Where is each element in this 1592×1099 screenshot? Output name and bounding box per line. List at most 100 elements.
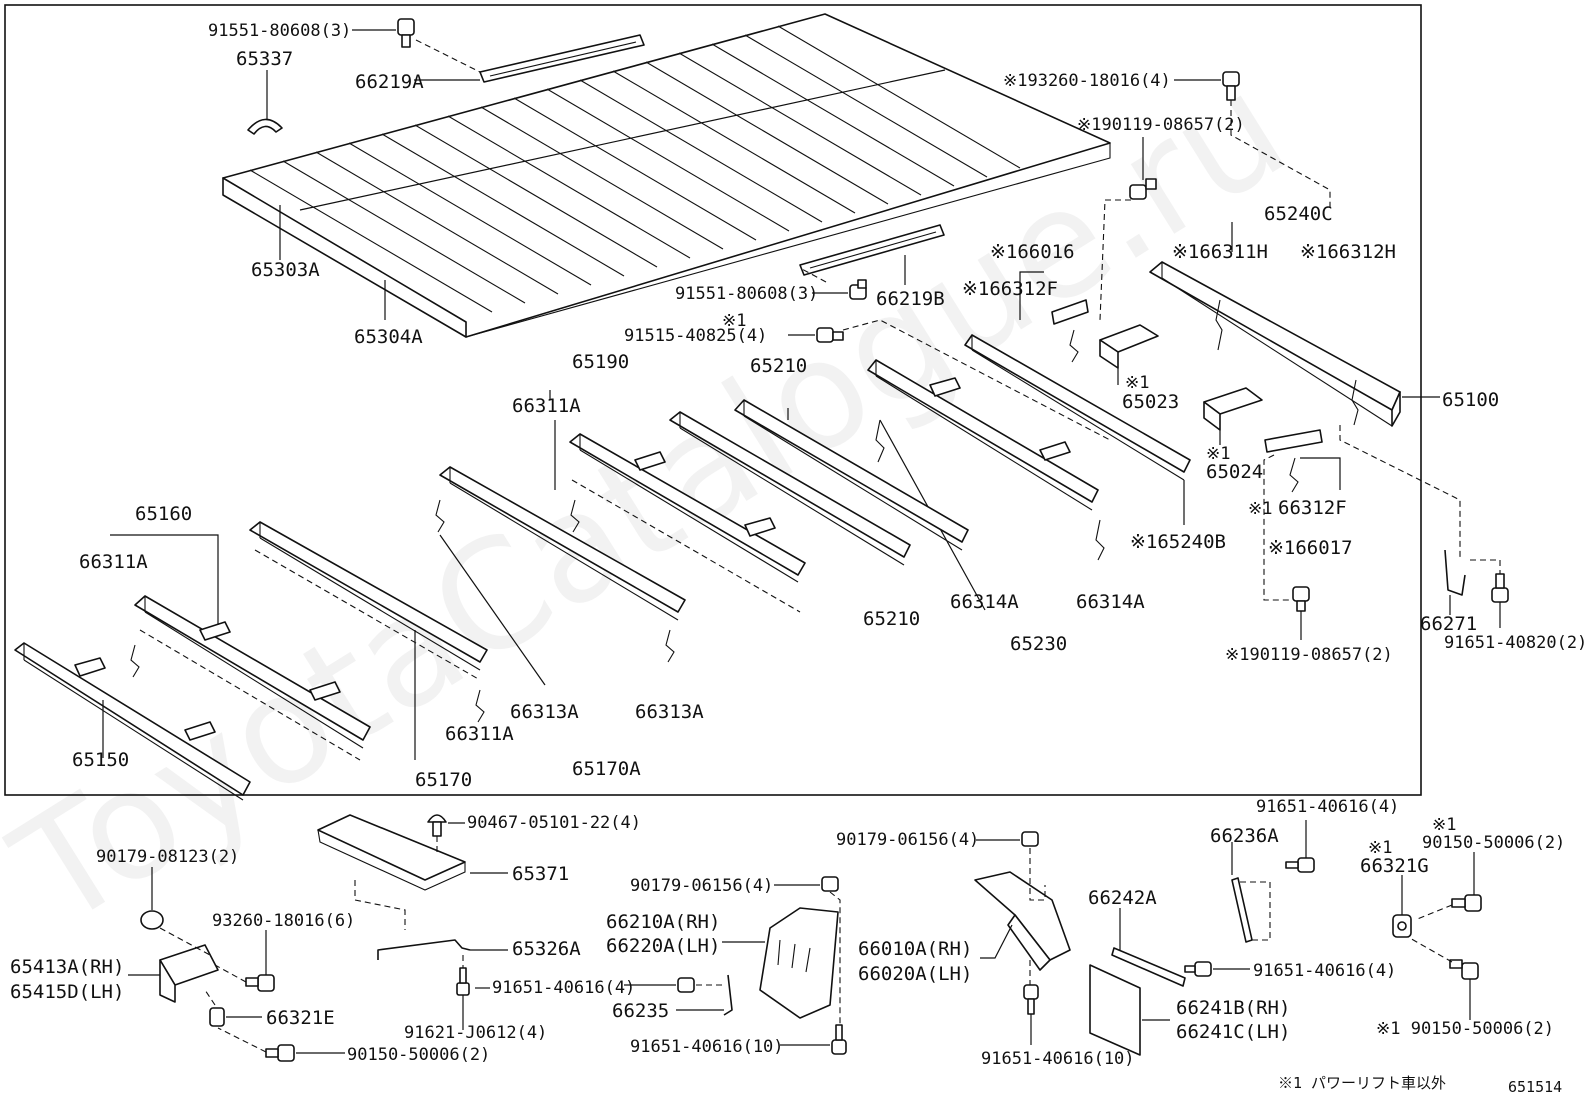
mudflap-66241B bbox=[1089, 964, 1141, 1056]
label-66311A-a: 66311A bbox=[512, 395, 581, 417]
bolt-190119-bot bbox=[1292, 586, 1310, 612]
label-190150-bot: ※1 90150-50006(2) bbox=[1376, 1019, 1554, 1039]
sill-65190 bbox=[569, 433, 806, 613]
label-166312H: ※166312H bbox=[1300, 241, 1396, 263]
bolt-91651-40820 bbox=[1491, 573, 1509, 603]
label-166312F-a: ※166312F bbox=[962, 278, 1058, 300]
sill-65160 bbox=[134, 595, 371, 761]
label-66241B: 66241B(RH) bbox=[1176, 997, 1290, 1019]
label-65024: 65024 bbox=[1206, 461, 1263, 483]
label-66311A-c: 66311A bbox=[445, 723, 514, 745]
nut-90179-06156-a bbox=[1021, 831, 1039, 847]
bolt-90150-bot bbox=[265, 1044, 295, 1062]
label-65240C: 65240C bbox=[1264, 203, 1333, 225]
label-65210-top: 65210 bbox=[750, 355, 807, 377]
bracket-66235 bbox=[723, 974, 733, 1016]
label-66219A: 66219A bbox=[355, 71, 424, 93]
sill-65210 bbox=[734, 399, 969, 551]
label-90467: 90467-05101-22(4) bbox=[467, 813, 641, 833]
footnote: ※1 パワーリフト車以外 bbox=[1278, 1074, 1446, 1092]
label-65415D: 65415D(LH) bbox=[10, 981, 124, 1003]
label-65170: 65170 bbox=[415, 769, 472, 791]
label-91651-40616-10b: 91651-40616(10) bbox=[981, 1049, 1135, 1069]
bracket-66312F bbox=[1264, 429, 1323, 453]
crossmember-65100 bbox=[1149, 261, 1401, 427]
label-91651-40616-10a: 91651-40616(10) bbox=[630, 1037, 784, 1057]
label-66314A-b: 66314A bbox=[1076, 591, 1145, 613]
label-65100: 65100 bbox=[1442, 389, 1499, 411]
bolt-93260 bbox=[245, 974, 275, 992]
label-165240B: ※165240B bbox=[1130, 531, 1226, 553]
label-65304A: 65304A bbox=[354, 326, 423, 348]
label-193260-top: ※193260-18016(4) bbox=[1003, 71, 1171, 91]
bracket-65326A bbox=[377, 939, 471, 960]
label-66313A-b: 66313A bbox=[635, 701, 704, 723]
label-91551-top: 91551-80608(3) bbox=[208, 21, 351, 41]
label-66311A-b: 66311A bbox=[79, 551, 148, 573]
label-91551-mid: 91551-80608(3) bbox=[675, 284, 818, 304]
label-91651-40616-4a: 91651-40616(4) bbox=[492, 978, 635, 998]
stopper-66321G bbox=[1392, 914, 1412, 938]
bolt-91551-top bbox=[397, 18, 415, 48]
main-assembly-frame bbox=[4, 4, 1422, 796]
sill-65240B bbox=[964, 334, 1191, 481]
nut-90179-06156-b bbox=[821, 876, 839, 892]
clip-65337 bbox=[247, 118, 283, 135]
bracket-strip-66219B bbox=[799, 224, 945, 276]
bolt-91551-mid bbox=[849, 279, 867, 300]
label-66314A-a: 66314A bbox=[950, 591, 1019, 613]
label-65337: 65337 bbox=[236, 48, 293, 70]
label-66235: 66235 bbox=[612, 1000, 669, 1022]
clip-90467 bbox=[427, 814, 447, 837]
label-66312F-b: 66312F bbox=[1278, 497, 1347, 519]
label-66210A: 66210A(RH) bbox=[606, 911, 720, 933]
label-note1-d: ※1 bbox=[1248, 499, 1272, 519]
label-91651-40616-4b: 91651-40616(4) bbox=[1253, 961, 1396, 981]
label-66020A: 66020A(LH) bbox=[858, 963, 972, 985]
label-66313A-a: 66313A bbox=[510, 701, 579, 723]
bracket-65023 bbox=[1099, 324, 1159, 369]
label-166311H: ※166311H bbox=[1172, 241, 1268, 263]
bracket-strip-66219A bbox=[479, 34, 645, 83]
label-66271: 66271 bbox=[1420, 613, 1477, 635]
label-note1-b: ※1 bbox=[1125, 373, 1149, 393]
label-65413A: 65413A(RH) bbox=[10, 956, 124, 978]
label-190119-bot: ※190119-08657(2) bbox=[1225, 645, 1393, 665]
bracket-65024 bbox=[1203, 387, 1263, 431]
label-91651-40820: 91651-40820(2) bbox=[1444, 633, 1587, 653]
label-91515: 91515-40825(4) bbox=[624, 326, 767, 346]
bolt-91515 bbox=[816, 327, 844, 343]
label-90150-bot: 90150-50006(2) bbox=[347, 1045, 490, 1065]
bolt-91651-10a bbox=[831, 1024, 847, 1055]
mudguard-66210A bbox=[759, 907, 839, 1019]
label-note1-c: ※1 bbox=[1206, 444, 1230, 464]
sill-65150 bbox=[14, 642, 251, 801]
label-66241C: 66241C(LH) bbox=[1176, 1021, 1290, 1043]
washer-90179-08123 bbox=[140, 910, 164, 930]
label-90150-top: 90150-50006(2) bbox=[1422, 833, 1565, 853]
label-65023: 65023 bbox=[1122, 391, 1179, 413]
sill-65230 bbox=[867, 359, 1099, 511]
bracket-66271 bbox=[1444, 549, 1466, 596]
label-65170A: 65170A bbox=[572, 758, 641, 780]
label-note1-f: ※1 bbox=[1368, 838, 1392, 858]
bolt-91651-10b bbox=[1023, 984, 1039, 1015]
label-note1-e: ※1 bbox=[1432, 815, 1456, 835]
label-66010A: 66010A(RH) bbox=[858, 938, 972, 960]
bolt-91621 bbox=[456, 967, 470, 996]
stay-66236A bbox=[1231, 877, 1253, 943]
label-166016: ※166016 bbox=[990, 241, 1075, 263]
label-65160: 65160 bbox=[135, 503, 192, 525]
bolt-193260-top bbox=[1222, 71, 1240, 101]
label-note1-a: ※1 bbox=[722, 311, 746, 331]
label-91621: 91621-J0612(4) bbox=[404, 1023, 547, 1043]
bolt-90150-top bbox=[1451, 894, 1482, 912]
bracket-65413A bbox=[159, 944, 219, 1003]
label-65326A: 65326A bbox=[512, 938, 581, 960]
bolt-91651-4b bbox=[1184, 961, 1212, 977]
label-90179-06156-a: 90179-06156(4) bbox=[836, 830, 979, 850]
sill-65170 bbox=[249, 521, 488, 681]
cushion-66321E bbox=[209, 1007, 225, 1027]
label-65371: 65371 bbox=[512, 863, 569, 885]
